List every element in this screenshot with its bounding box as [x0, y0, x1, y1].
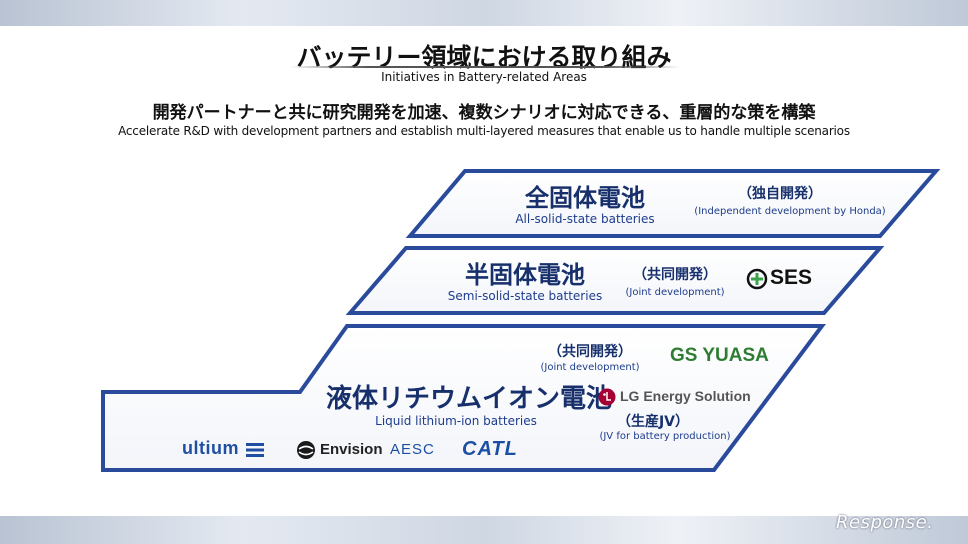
- tier2-name-en: Semi-solid-state batteries: [447, 289, 603, 303]
- tier3-name-ja: 液体リチウムイオン電池: [326, 384, 613, 414]
- lg-face-icon: [598, 388, 616, 406]
- bottom-band: [0, 516, 968, 544]
- tier3-mode-ja: （共同開発）: [548, 344, 632, 360]
- title-divider: [290, 66, 680, 68]
- ultium-bars-icon: [246, 443, 264, 457]
- tier-bottom-shape: [101, 324, 826, 472]
- tier-top-parallelogram: [405, 169, 941, 238]
- tier1-name-ja: 全固体電池: [525, 184, 645, 212]
- envision-text: Envision: [320, 441, 383, 458]
- gs-yuasa-logo: GS YUASA: [670, 345, 769, 366]
- tier2-name-ja: 半固体電池: [465, 261, 585, 289]
- tier3-jv-ja: （生産JV）: [616, 414, 690, 430]
- response-watermark: Response.: [836, 512, 934, 533]
- page-title-english: Initiatives in Battery-related Areas: [381, 70, 587, 84]
- tier1-mode-en: (Independent development by Honda): [694, 206, 886, 217]
- subtitle-english: Accelerate R&D with development partners…: [118, 124, 850, 138]
- tier3-name-en: Liquid lithium-ion batteries: [375, 414, 537, 428]
- tier3-mode-en: (Joint development): [540, 362, 640, 373]
- subtitle-japanese: 開発パートナーと共に研究開発を加速、複数シナリオに対応できる、重層的な策を構築: [152, 103, 816, 123]
- ultium-text: ultium: [182, 438, 239, 458]
- tier3-jv-en: (JV for battery production): [599, 431, 731, 442]
- ses-logo-text: SES: [770, 266, 813, 289]
- tier1-mode-ja: （独自開発）: [738, 186, 822, 202]
- tier1-name-en: All-solid-state batteries: [515, 212, 655, 226]
- ses-plus-icon: [746, 268, 768, 290]
- tier2-mode-ja: （共同開発）: [633, 267, 717, 283]
- top-band: [0, 0, 968, 26]
- lg-energy-text: LG Energy Solution: [620, 388, 751, 404]
- aesc-text: AESC: [390, 441, 435, 458]
- envision-swirl-icon: [297, 441, 315, 459]
- tier-middle-parallelogram: [345, 246, 885, 315]
- catl-logo: CATL: [462, 438, 518, 460]
- tier2-mode-en: (Joint development): [625, 287, 725, 298]
